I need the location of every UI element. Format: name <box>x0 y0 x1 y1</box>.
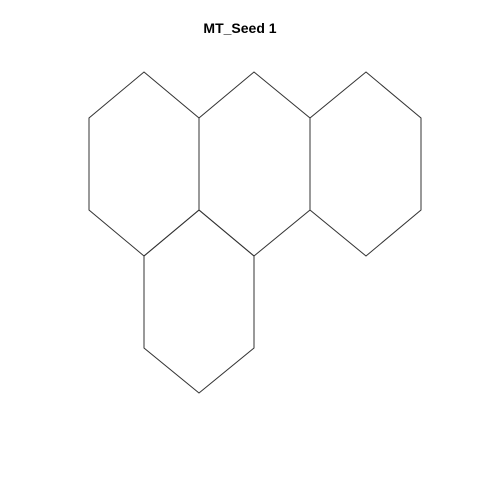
hex-cell-1 <box>88 71 200 257</box>
hex-cell-3 <box>309 71 422 257</box>
hex-cell-4 <box>143 209 255 394</box>
hex-cell-2 <box>198 71 311 257</box>
plot-title: MT_Seed 1 <box>203 20 277 36</box>
